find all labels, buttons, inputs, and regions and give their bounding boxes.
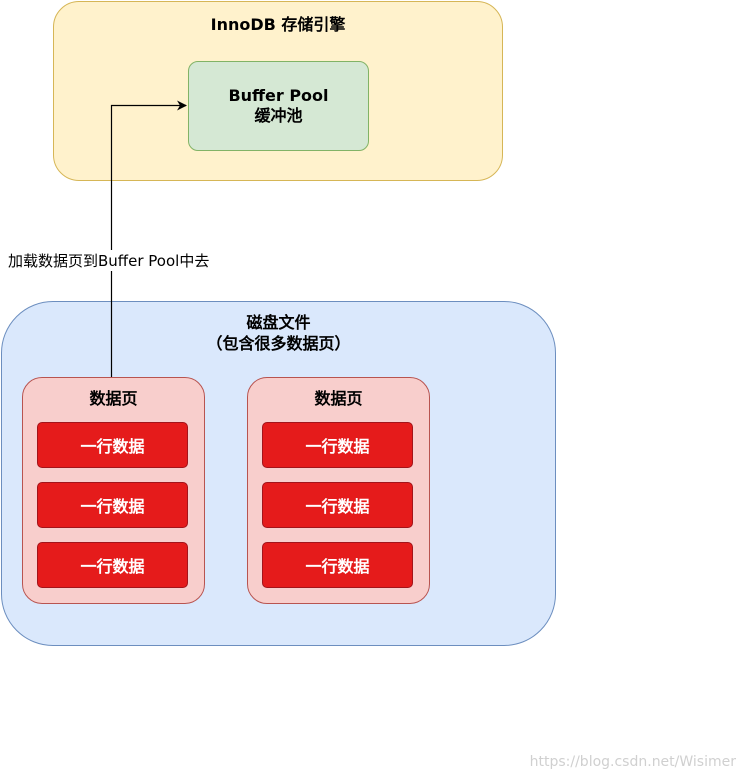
data-row: 一行数据: [262, 482, 413, 528]
data-row: 一行数据: [37, 482, 188, 528]
buffer-pool-label: Buffer Pool: [228, 86, 329, 105]
data-page-2: 数据页 一行数据 一行数据 一行数据: [247, 377, 430, 604]
data-row: 一行数据: [262, 422, 413, 468]
arrow-label: 加载数据页到Buffer Pool中去: [8, 250, 210, 271]
data-page-1: 数据页 一行数据 一行数据 一行数据: [22, 377, 205, 604]
disk-file-container: 磁盘文件 （包含很多数据页） 数据页 一行数据 一行数据 一行数据 数据页 一行…: [1, 301, 556, 646]
disk-title-line1: 磁盘文件: [246, 313, 311, 332]
innodb-engine-container: InnoDB 存储引擎: [53, 1, 503, 181]
data-row: 一行数据: [37, 422, 188, 468]
disk-title-line2: （包含很多数据页）: [206, 334, 351, 353]
data-row: 一行数据: [262, 542, 413, 588]
data-page-title: 数据页: [314, 389, 363, 408]
watermark: https://blog.csdn.net/Wisimer: [529, 754, 736, 770]
data-row: 一行数据: [37, 542, 188, 588]
engine-title: InnoDB 存储引擎: [210, 15, 346, 34]
buffer-pool-box: Buffer Pool 缓冲池: [188, 61, 369, 151]
load-arrow: [110, 100, 187, 377]
data-page-title: 数据页: [89, 389, 138, 408]
buffer-pool-sublabel: 缓冲池: [254, 106, 303, 125]
disk-title: 磁盘文件 （包含很多数据页）: [2, 312, 555, 354]
